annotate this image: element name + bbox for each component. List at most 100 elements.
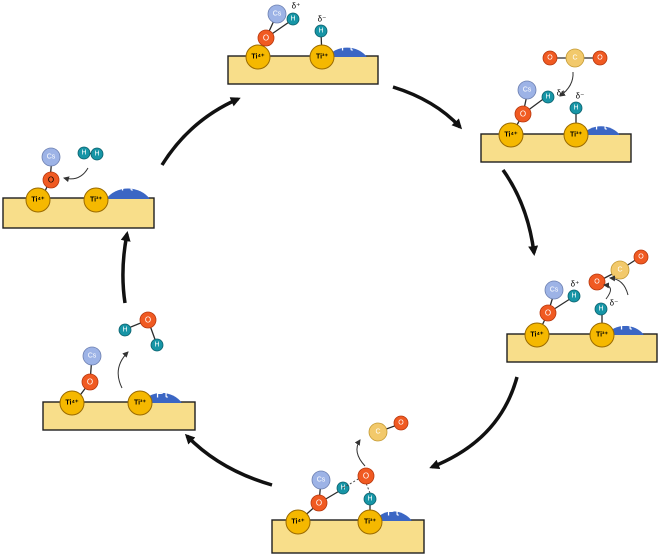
ti3-atom [309, 44, 335, 70]
hydrogen-label: H [122, 327, 127, 334]
stage-co2-approach: Pt Ti⁴⁺ Ti³⁺ O Cs H δ⁺ H δ⁻ O C O [480, 48, 632, 163]
hydrogen-label: H [318, 28, 323, 35]
pt-particle [327, 47, 367, 57]
pt-label: Pt [387, 504, 400, 519]
pt-label: Pt [595, 118, 608, 133]
stage-co-release: Pt Ti⁴⁺ Ti³⁺ O Cs H H O C O [271, 415, 425, 554]
ti4-atom [245, 44, 271, 70]
ti3-label: Ti³⁺ [134, 400, 146, 407]
delta-minus-label: δ⁻ [576, 92, 585, 101]
cs-label: Cs [523, 87, 532, 94]
small-arrow [603, 282, 611, 300]
pt-label: Pt [341, 39, 354, 54]
oxygen-label: O [398, 420, 404, 427]
hydrogen-atom [90, 147, 104, 161]
hydrogen-atom [150, 338, 164, 352]
ti4-label: Ti⁴⁺ [291, 519, 305, 526]
oxygen-atom [592, 50, 608, 66]
carbon-label: C [375, 429, 380, 436]
ti4-atom [285, 509, 311, 535]
carbon-atom [368, 422, 388, 442]
hydrogen-label: H [571, 293, 576, 300]
oxygen-label: O [48, 176, 54, 185]
arrow-top-to-right [392, 85, 463, 130]
oxygen-label: O [316, 499, 322, 508]
small-arrow [609, 275, 629, 296]
oxygen-atom [633, 249, 649, 265]
delta-plus-label: δ⁺ [292, 2, 301, 11]
stage-co2-activation: Pt Ti⁴⁺ Ti³⁺ O Cs H δ⁺ H δ⁻ O C O [506, 249, 658, 363]
pt-label: Pt [620, 318, 633, 333]
oxygen-label: O [87, 378, 93, 387]
oxygen-atom [310, 494, 328, 512]
hydrogen-label: H [598, 306, 603, 313]
cs-atom [311, 470, 331, 490]
delta-minus-label: δ⁻ [318, 15, 327, 24]
cs-atom [82, 346, 102, 366]
arrow-right-down [501, 168, 539, 256]
oxygen-atom [357, 467, 375, 485]
delta-plus-label: δ⁺ [571, 280, 580, 289]
carbon-atom [565, 48, 585, 68]
ti3-atom [357, 509, 383, 535]
ti4-label: Ti⁴⁺ [65, 400, 79, 407]
hydrogen-atom [594, 302, 608, 316]
hydrogen-label: H [154, 342, 159, 349]
cs-atom [517, 80, 537, 100]
pt-particle [606, 325, 644, 335]
oxygen-atom [139, 311, 157, 329]
stage-h2o-release: Pt Ti⁴⁺ Ti³⁺ O Cs H O H [42, 311, 196, 431]
cs-label: Cs [47, 154, 56, 161]
ti3-label: Ti³⁺ [596, 332, 608, 339]
pt-particle [374, 511, 412, 521]
oxygen-label: O [263, 34, 269, 43]
oxygen-atom [542, 50, 558, 66]
hydrogen-label: H [290, 16, 295, 23]
hydrogen-atom [77, 146, 91, 160]
stage-h-dissociated: Pt Ti⁴⁺ Ti³⁺ O Cs H δ⁺ H δ⁻ [227, 2, 379, 85]
cs-label: Cs [273, 11, 282, 18]
cycle-arrows [120, 85, 539, 487]
carbon-label: C [572, 55, 577, 62]
oxygen-atom [514, 105, 532, 123]
oxygen-label: O [638, 254, 644, 261]
pt-label: Pt [121, 179, 134, 194]
ti4-label: Ti⁴⁺ [31, 197, 45, 204]
oxygen-label: O [520, 110, 526, 119]
oxygen-label: O [545, 309, 551, 318]
ti3-label: Ti³⁺ [90, 197, 102, 204]
hydrogen-atom [286, 12, 300, 26]
ti4-label: Ti⁴⁺ [530, 332, 544, 339]
small-arrow [559, 71, 574, 97]
arrow-left-up [120, 231, 131, 304]
hydrogen-label: H [81, 150, 86, 157]
oxygen-atom [42, 171, 60, 189]
ti3-atom [563, 122, 589, 148]
cs-atom [267, 4, 287, 24]
ti3-atom [589, 322, 615, 348]
hydrogen-label: H [573, 105, 578, 112]
ti3-label: Ti³⁺ [364, 519, 376, 526]
cs-atom [544, 280, 564, 300]
small-arrow [117, 351, 129, 389]
ti4-atom [524, 322, 550, 348]
ti3-atom [83, 187, 109, 213]
oxygen-label: O [547, 55, 553, 62]
oxygen-label: O [145, 316, 151, 325]
stage-h2-adsorption: Pt Ti⁴⁺ Ti³⁺ O Cs H H [2, 146, 155, 229]
support-slab [2, 197, 155, 229]
ti3-atom [127, 390, 153, 416]
ti3-label: Ti³⁺ [570, 132, 582, 139]
cs-label: Cs [88, 353, 97, 360]
oxygen-atom [257, 29, 275, 47]
oxygen-label: O [597, 55, 603, 62]
cs-label: Cs [550, 287, 559, 294]
hydrogen-atom [541, 90, 555, 104]
hydrogen-atom [314, 24, 328, 38]
ti3-label: Ti³⁺ [316, 54, 328, 61]
delta-minus-label: δ⁻ [610, 299, 619, 308]
support-slab [271, 519, 425, 554]
small-arrow [354, 439, 366, 467]
ti4-atom [59, 390, 85, 416]
